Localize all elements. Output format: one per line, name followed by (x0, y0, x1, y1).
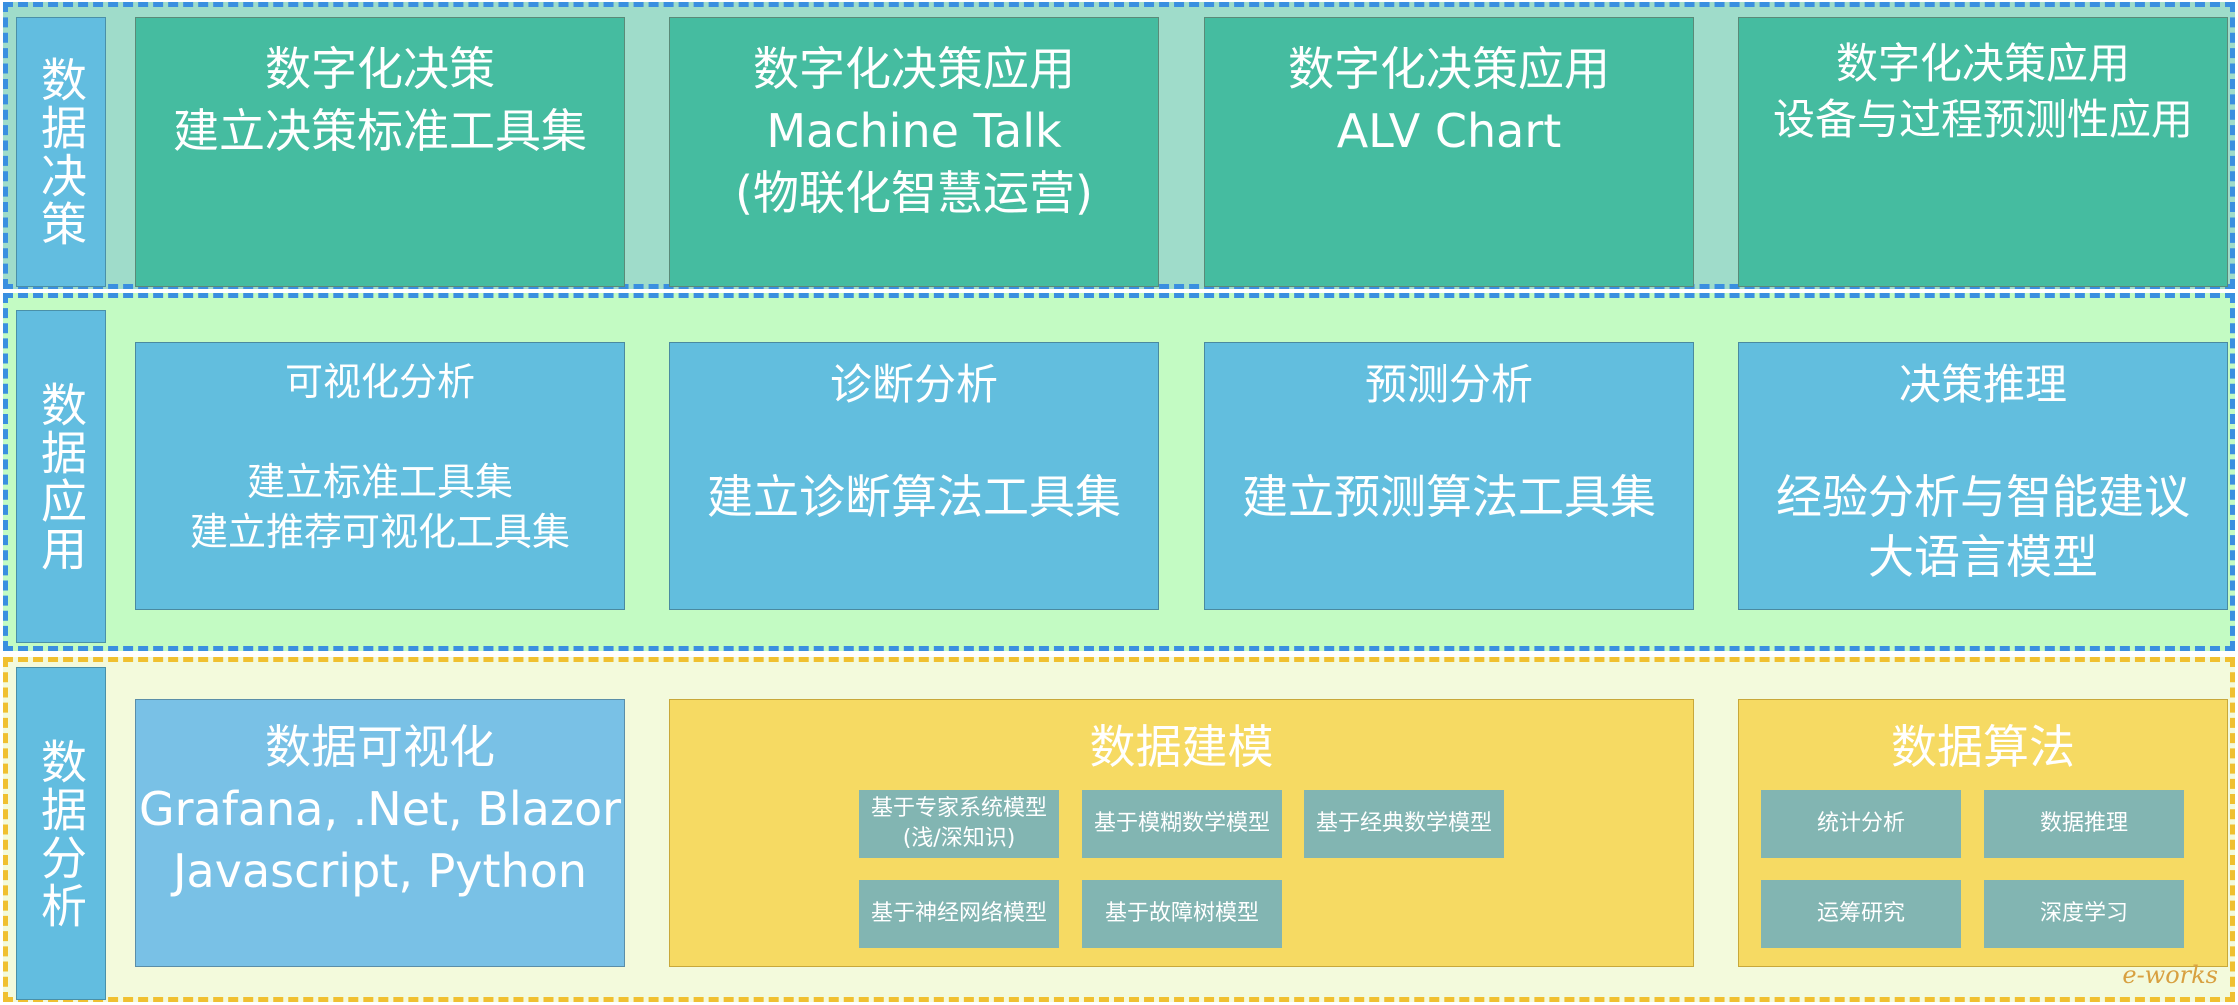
decision-box-2-line-3: (物联化智慧运营) (735, 166, 1093, 220)
application-box-prediction-title: 预测分析 (1364, 360, 1533, 409)
modeling-chip-classical-math: 基于经典数学模型 (1304, 790, 1504, 858)
analysis-box-visualization-title: 数据可视化 (265, 720, 495, 774)
decision-box-2: 数字化决策应用 Machine Talk (物联化智慧运营) (669, 17, 1159, 287)
analysis-box-algorithms-title: 数据算法 (1891, 720, 2075, 774)
decision-layer: 数据决策 数字化决策 建立决策标准工具集 数字化决策应用 Machine Tal… (3, 2, 2235, 289)
modeling-chip-neural-network-label: 基于神经网络模型 (870, 901, 1047, 926)
application-box-visualization: 可视化分析 建立标准工具集 建立推荐可视化工具集 (135, 342, 625, 610)
algorithm-chip-deep-learning: 深度学习 (1984, 880, 2184, 948)
application-box-visualization-line-1: 建立标准工具集 (246, 460, 513, 504)
modeling-chip-neural-network: 基于神经网络模型 (859, 880, 1059, 948)
decision-box-3-line-1: 数字化决策应用 (1288, 42, 1610, 96)
application-box-reasoning-line-1: 经验分析与智能建议 (1776, 470, 2190, 524)
analysis-box-visualization-line-2: Javascript, Python (172, 844, 588, 898)
analysis-layer-label: 数据分析 (16, 667, 106, 1000)
decision-box-3: 数字化决策应用 ALV Chart (1204, 17, 1694, 287)
application-box-reasoning: 决策推理 经验分析与智能建议 大语言模型 (1738, 342, 2228, 610)
algorithm-chip-statistics: 统计分析 (1761, 790, 1961, 858)
modeling-chip-classical-math-label: 基于经典数学模型 (1315, 811, 1492, 836)
decision-box-4: 数字化决策应用 设备与过程预测性应用 (1738, 17, 2228, 287)
application-layer-label: 数据应用 (16, 310, 106, 643)
modeling-chip-fault-tree: 基于故障树模型 (1082, 880, 1282, 948)
algorithm-chip-inference: 数据推理 (1984, 790, 2184, 858)
application-box-diagnosis-line-1: 建立诊断算法工具集 (707, 470, 1121, 524)
decision-box-1-line-1: 数字化决策 (265, 42, 495, 96)
analysis-box-modeling: 数据建模 基于专家系统模型 (浅/深知识) 基于模糊数学模型 基于经典数学模型 … (669, 699, 1694, 967)
modeling-chip-expert-system-line-2: (浅/深知识) (902, 826, 1016, 851)
algorithm-chip-operations-research-label: 运筹研究 (1816, 901, 1905, 926)
application-box-diagnosis-title: 诊断分析 (829, 360, 998, 409)
application-box-visualization-title: 可视化分析 (284, 360, 475, 404)
decision-box-4-line-2: 设备与过程预测性应用 (1772, 95, 2193, 144)
algorithm-chip-deep-learning-label: 深度学习 (2039, 901, 2128, 926)
decision-box-3-line-2: ALV Chart (1336, 104, 1562, 158)
algorithm-chip-inference-label: 数据推理 (2039, 811, 2128, 836)
decision-box-1: 数字化决策 建立决策标准工具集 (135, 17, 625, 287)
decision-layer-label: 数据决策 (16, 17, 106, 287)
decision-box-2-line-1: 数字化决策应用 (753, 42, 1075, 96)
analysis-box-visualization: 数据可视化 Grafana, .Net, Blazor Javascript, … (135, 699, 625, 967)
decision-box-4-line-1: 数字化决策应用 (1835, 39, 2130, 88)
algorithm-chip-operations-research: 运筹研究 (1761, 880, 1961, 948)
application-box-diagnosis: 诊断分析 建立诊断算法工具集 (669, 342, 1159, 610)
modeling-chip-fuzzy-math-label: 基于模糊数学模型 (1093, 811, 1270, 836)
analysis-layer: 数据分析 数据可视化 Grafana, .Net, Blazor Javascr… (3, 657, 2235, 1002)
application-box-visualization-line-2: 建立推荐可视化工具集 (189, 510, 570, 554)
algorithm-chip-statistics-label: 统计分析 (1816, 811, 1905, 836)
application-box-reasoning-line-2: 大语言模型 (1868, 530, 2098, 584)
decision-box-2-line-2: Machine Talk (766, 104, 1062, 158)
analysis-box-algorithms: 数据算法 统计分析 数据推理 运筹研究 深度学习 (1738, 699, 2228, 967)
eworks-watermark: e-works (2122, 961, 2218, 989)
application-layer: 数据应用 可视化分析 建立标准工具集 建立推荐可视化工具集 诊断分析 建立诊断算… (3, 293, 2235, 651)
modeling-chip-expert-system-line-1: 基于专家系统模型 (870, 796, 1047, 821)
decision-box-1-line-2: 建立决策标准工具集 (173, 104, 587, 158)
application-box-prediction-line-1: 建立预测算法工具集 (1242, 470, 1656, 524)
modeling-chip-fuzzy-math: 基于模糊数学模型 (1082, 790, 1282, 858)
analysis-box-modeling-title: 数据建模 (1089, 720, 1274, 774)
modeling-chip-fault-tree-label: 基于故障树模型 (1104, 901, 1259, 926)
analysis-box-visualization-line-1: Grafana, .Net, Blazor (138, 782, 622, 836)
modeling-chip-expert-system: 基于专家系统模型 (浅/深知识) (859, 790, 1059, 858)
application-box-prediction: 预测分析 建立预测算法工具集 (1204, 342, 1694, 610)
application-box-reasoning-title: 决策推理 (1898, 360, 2067, 409)
